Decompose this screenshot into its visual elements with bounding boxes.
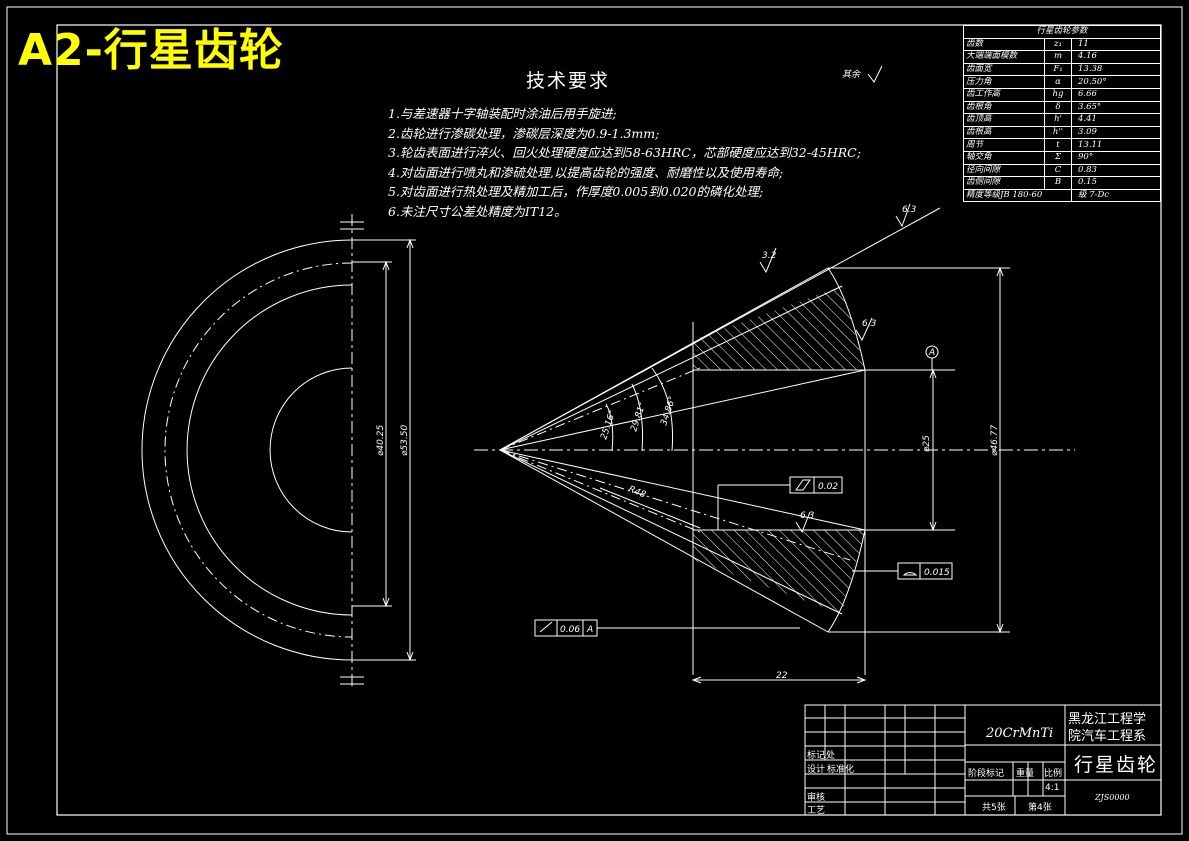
label-scale: 比例 <box>1044 769 1063 779</box>
requirement-item: 3.轮齿表面进行淬火、回火处理硬度应达到58-63HRC，芯部硬度应达到32-4… <box>388 145 861 160</box>
outer-frame <box>6 6 1183 835</box>
side-view <box>141 214 416 690</box>
roughness-2: 6.3 <box>862 319 877 329</box>
label-qty: 处 <box>826 751 836 761</box>
dim-radius: R48 <box>627 485 647 501</box>
roughness-3: 6.3 <box>902 205 917 215</box>
part-number: ZJS0000 <box>1095 793 1130 802</box>
inner-frame <box>56 24 1162 816</box>
label-mark: 标记 <box>807 751 826 761</box>
tol-profile-value: 0.015 <box>924 568 950 578</box>
datum-label: A <box>928 348 935 358</box>
label-process: 工艺 <box>807 806 826 816</box>
requirement-item: 1.与差速器十字轴装配时涂油后用手旋进; <box>388 106 617 121</box>
label-design: 设计 <box>807 765 826 775</box>
label-stage-mark: 阶段标记 <box>968 769 1005 779</box>
label-weight: 重量 <box>1016 769 1035 779</box>
tolerance-symbols <box>539 479 918 633</box>
title-block-grid <box>804 704 1162 816</box>
requirement-item: 6.未注尺寸公差处精度为IT12。 <box>388 203 567 219</box>
label-sheet-number: 第4张 <box>1028 803 1052 813</box>
dim-width: 22 <box>776 671 788 681</box>
tol-runout-value: 0.06 <box>560 625 580 635</box>
institution-line1: 黑龙江工程学 <box>1068 712 1147 727</box>
part-name: 行星齿轮 <box>1074 754 1159 776</box>
tech-requirements-list: 1.与差速器十字轴装配时涂油后用手旋进; 2.齿轮进行渗碳处理，渗碳层深度为0.… <box>388 104 861 221</box>
dim-inner-diameter: ⌀40.25 <box>376 425 386 456</box>
requirement-item: 2.齿轮进行渗碳处理，渗碳层深度为0.9-1.3mm; <box>388 125 660 141</box>
label-review: 审核 <box>807 793 826 803</box>
label-total-sheets: 共5张 <box>982 803 1006 813</box>
roughness-4: 6.3 <box>800 511 815 521</box>
label-standardization: 标准化 <box>827 765 855 775</box>
dim-angle-3: 34.86° <box>659 395 678 427</box>
requirement-item: 4.对齿面进行喷丸和渗硫处理,以提高齿轮的强度、耐磨性以及使用寿命; <box>388 164 784 180</box>
param-table-title: 行星齿轮参数 <box>963 25 1161 39</box>
material-label: 20CrMnTi <box>986 726 1054 741</box>
institution-line2: 院汽车工程系 <box>1068 729 1147 744</box>
tooth-hatch-top <box>693 286 865 370</box>
dim-angle-2: 29.81° <box>629 401 648 433</box>
rest-roughness-label: 其余 <box>842 70 861 80</box>
dim-bore: ⌀25 <box>922 435 932 452</box>
roughness-1: 3.2 <box>762 251 777 261</box>
tooth-hatch-bottom <box>693 530 865 614</box>
dim-tip-diameter: ⌀46.77 <box>990 425 1000 456</box>
tol-runout-ref: A <box>586 625 593 635</box>
tol-parallel-value: 0.02 <box>818 482 838 492</box>
banner-title: A2-行星齿轮 <box>18 25 284 76</box>
requirement-item: 5.对齿面进行热处理及精加工后，作厚度0.005到0.020的磷化处理; <box>388 184 764 199</box>
scale-value: 4:1 <box>1045 783 1060 793</box>
dim-outer-diameter: ⌀53.50 <box>400 425 410 456</box>
tech-requirements-title: 技术要求 <box>526 70 611 92</box>
